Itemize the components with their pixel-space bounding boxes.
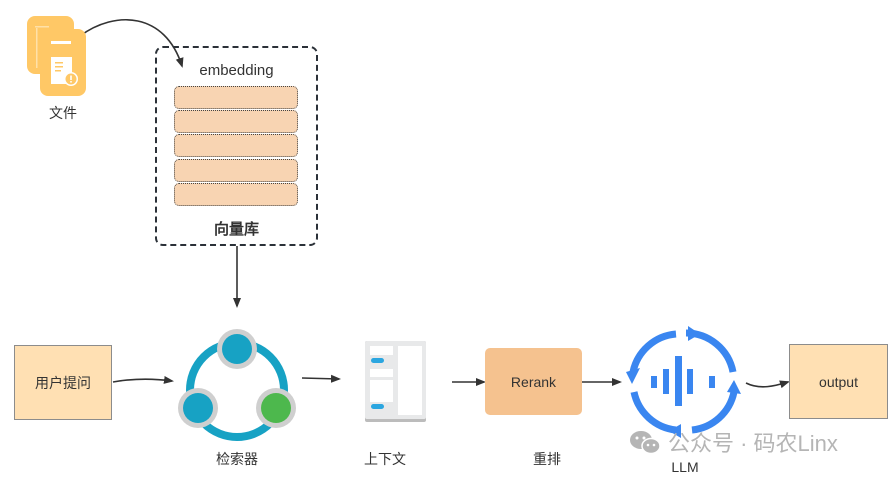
vector-row [174,134,298,157]
output-node[interactable]: output [789,344,888,419]
rerank-label: 重排 [533,451,561,467]
vector-row [174,183,298,206]
vector-db-group[interactable]: embedding 向量库 [155,46,318,246]
watermark: 公众号 · 码农Linx [628,426,838,458]
watermark-text: 公众号 · 码农Linx [668,431,838,456]
vector-row [174,86,298,109]
llm-label: LLM [671,459,699,475]
rerank-box-label: Rerank [510,373,557,390]
wechat-icon [630,431,661,455]
vector-db-label: 向量库 [213,221,259,238]
retriever-label: 检索器 [216,451,258,467]
edge-file-to-vector-db [79,18,184,68]
user-query-label: 用户提问 [35,374,91,391]
embedding-title: embedding [199,62,274,79]
edge-query-to-retriever [112,375,174,384]
edge-llm-to-output [745,380,790,389]
output-label: output [819,373,858,390]
edge-retriever-to-context [301,374,341,383]
vector-row [174,110,298,133]
file-label: 文件 [49,105,77,121]
context-label: 上下文 [364,451,406,467]
vector-row [174,159,298,182]
rerank-node[interactable]: Rerank [485,348,582,415]
user-query-node[interactable]: 用户提问 [14,345,112,420]
